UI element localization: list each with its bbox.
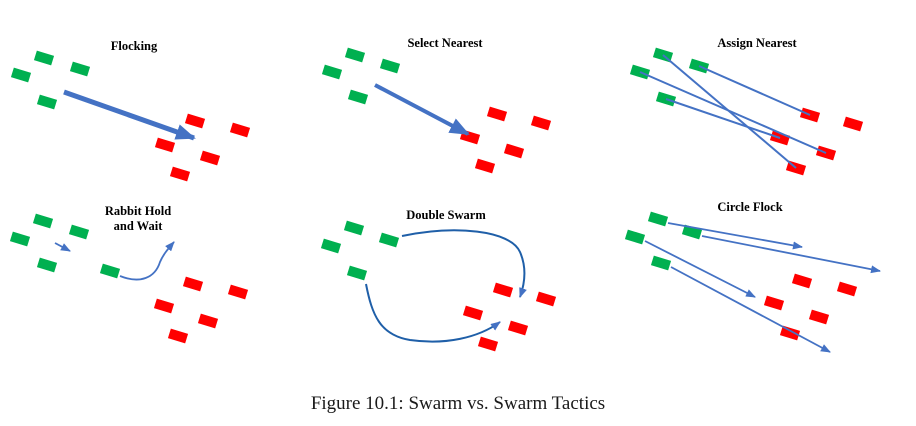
- enemy-units: [462, 282, 557, 352]
- assignment-lines: [639, 54, 827, 169]
- swarm-arrow: [63, 89, 196, 141]
- friendly-unit: [321, 64, 343, 80]
- friendly-unit: [343, 220, 365, 236]
- enemy-unit: [507, 320, 529, 336]
- friendly-units: [321, 47, 401, 105]
- friendly-unit: [33, 50, 55, 66]
- enemy-units: [763, 273, 858, 341]
- friendly-unit: [36, 257, 58, 273]
- rabbit-arrow: [119, 241, 175, 281]
- panel-title: Select Nearest: [407, 36, 483, 50]
- flank-arrow: [667, 222, 803, 250]
- friendly-unit: [346, 265, 368, 281]
- friendly-unit: [69, 61, 91, 77]
- friendly-units: [624, 211, 703, 271]
- enemy-unit: [842, 116, 864, 132]
- friendly-unit: [68, 224, 90, 240]
- flank-arrow: [701, 235, 881, 274]
- enemy-unit: [492, 282, 514, 298]
- friendly-unit: [347, 89, 369, 105]
- friendly-units: [9, 213, 121, 279]
- enemy-unit: [153, 298, 175, 314]
- enemy-unit: [197, 313, 219, 329]
- friendly-unit: [320, 238, 342, 254]
- friendly-unit: [379, 58, 401, 74]
- panel-circle-flock: Circle Flock: [624, 200, 881, 353]
- enemy-unit: [535, 291, 557, 307]
- friendly-unit: [9, 231, 31, 247]
- flank-arrow: [644, 240, 756, 298]
- enemy-unit: [154, 137, 176, 153]
- friendly-unit: [681, 224, 703, 240]
- upper-swarm-arrow: [401, 229, 527, 298]
- panel-rabbit-hold-and-wait: Rabbit Hold and Wait: [9, 204, 249, 344]
- swarm-tactics-figure: Flocking Select Nearest: [9, 36, 881, 353]
- friendly-unit: [32, 213, 54, 229]
- friendly-unit: [624, 229, 646, 245]
- friendly-unit: [36, 94, 58, 110]
- panel-double-swarm: Double Swarm: [320, 208, 557, 352]
- enemy-unit: [808, 309, 830, 325]
- friendly-unit: [647, 211, 669, 227]
- friendly-units: [320, 220, 400, 281]
- hold-arrow: [54, 242, 71, 252]
- enemy-unit: [779, 325, 801, 341]
- enemy-unit: [474, 158, 496, 174]
- enemy-units: [154, 113, 251, 182]
- friendly-units: [10, 50, 91, 110]
- enemy-unit: [199, 150, 221, 166]
- friendly-unit: [650, 255, 672, 271]
- enemy-unit: [227, 284, 249, 300]
- friendly-unit: [344, 47, 366, 63]
- panel-select-nearest: Select Nearest: [321, 36, 552, 174]
- enemy-unit: [229, 122, 251, 138]
- friendly-unit: [10, 67, 32, 83]
- panel-title: Assign Nearest: [717, 36, 797, 50]
- assignment-line: [639, 71, 827, 154]
- flank-arrow: [670, 266, 831, 353]
- enemy-unit: [462, 305, 484, 321]
- enemy-unit: [503, 143, 525, 159]
- panel-title: Flocking: [111, 39, 158, 53]
- enemy-unit: [182, 276, 204, 292]
- lower-swarm-arrow: [365, 283, 501, 343]
- enemy-units: [769, 107, 864, 176]
- enemy-unit: [530, 115, 552, 131]
- enemy-unit: [763, 295, 785, 311]
- panel-assign-nearest: Assign Nearest: [629, 36, 864, 176]
- assignment-line: [665, 98, 781, 139]
- friendly-unit: [378, 232, 400, 248]
- enemy-unit: [486, 106, 508, 122]
- panel-title: Circle Flock: [717, 200, 782, 214]
- panel-title: and Wait: [114, 219, 164, 233]
- enemy-unit: [836, 281, 858, 297]
- swarm-arrow: [374, 83, 470, 136]
- enemy-unit: [169, 166, 191, 182]
- enemy-units: [153, 276, 249, 344]
- enemy-unit: [477, 336, 499, 352]
- panel-title: Double Swarm: [406, 208, 486, 222]
- enemy-unit: [184, 113, 206, 129]
- panel-flocking: Flocking: [10, 39, 251, 182]
- enemy-unit: [791, 273, 813, 289]
- enemy-unit: [167, 328, 189, 344]
- assignment-line: [698, 65, 811, 116]
- panel-title: Rabbit Hold: [105, 204, 171, 218]
- rabbit-unit: [99, 263, 121, 279]
- enemy-units: [459, 106, 552, 174]
- flank-arrows: [644, 222, 881, 353]
- figure-caption: Figure 10.1: Swarm vs. Swarm Tactics: [310, 393, 606, 414]
